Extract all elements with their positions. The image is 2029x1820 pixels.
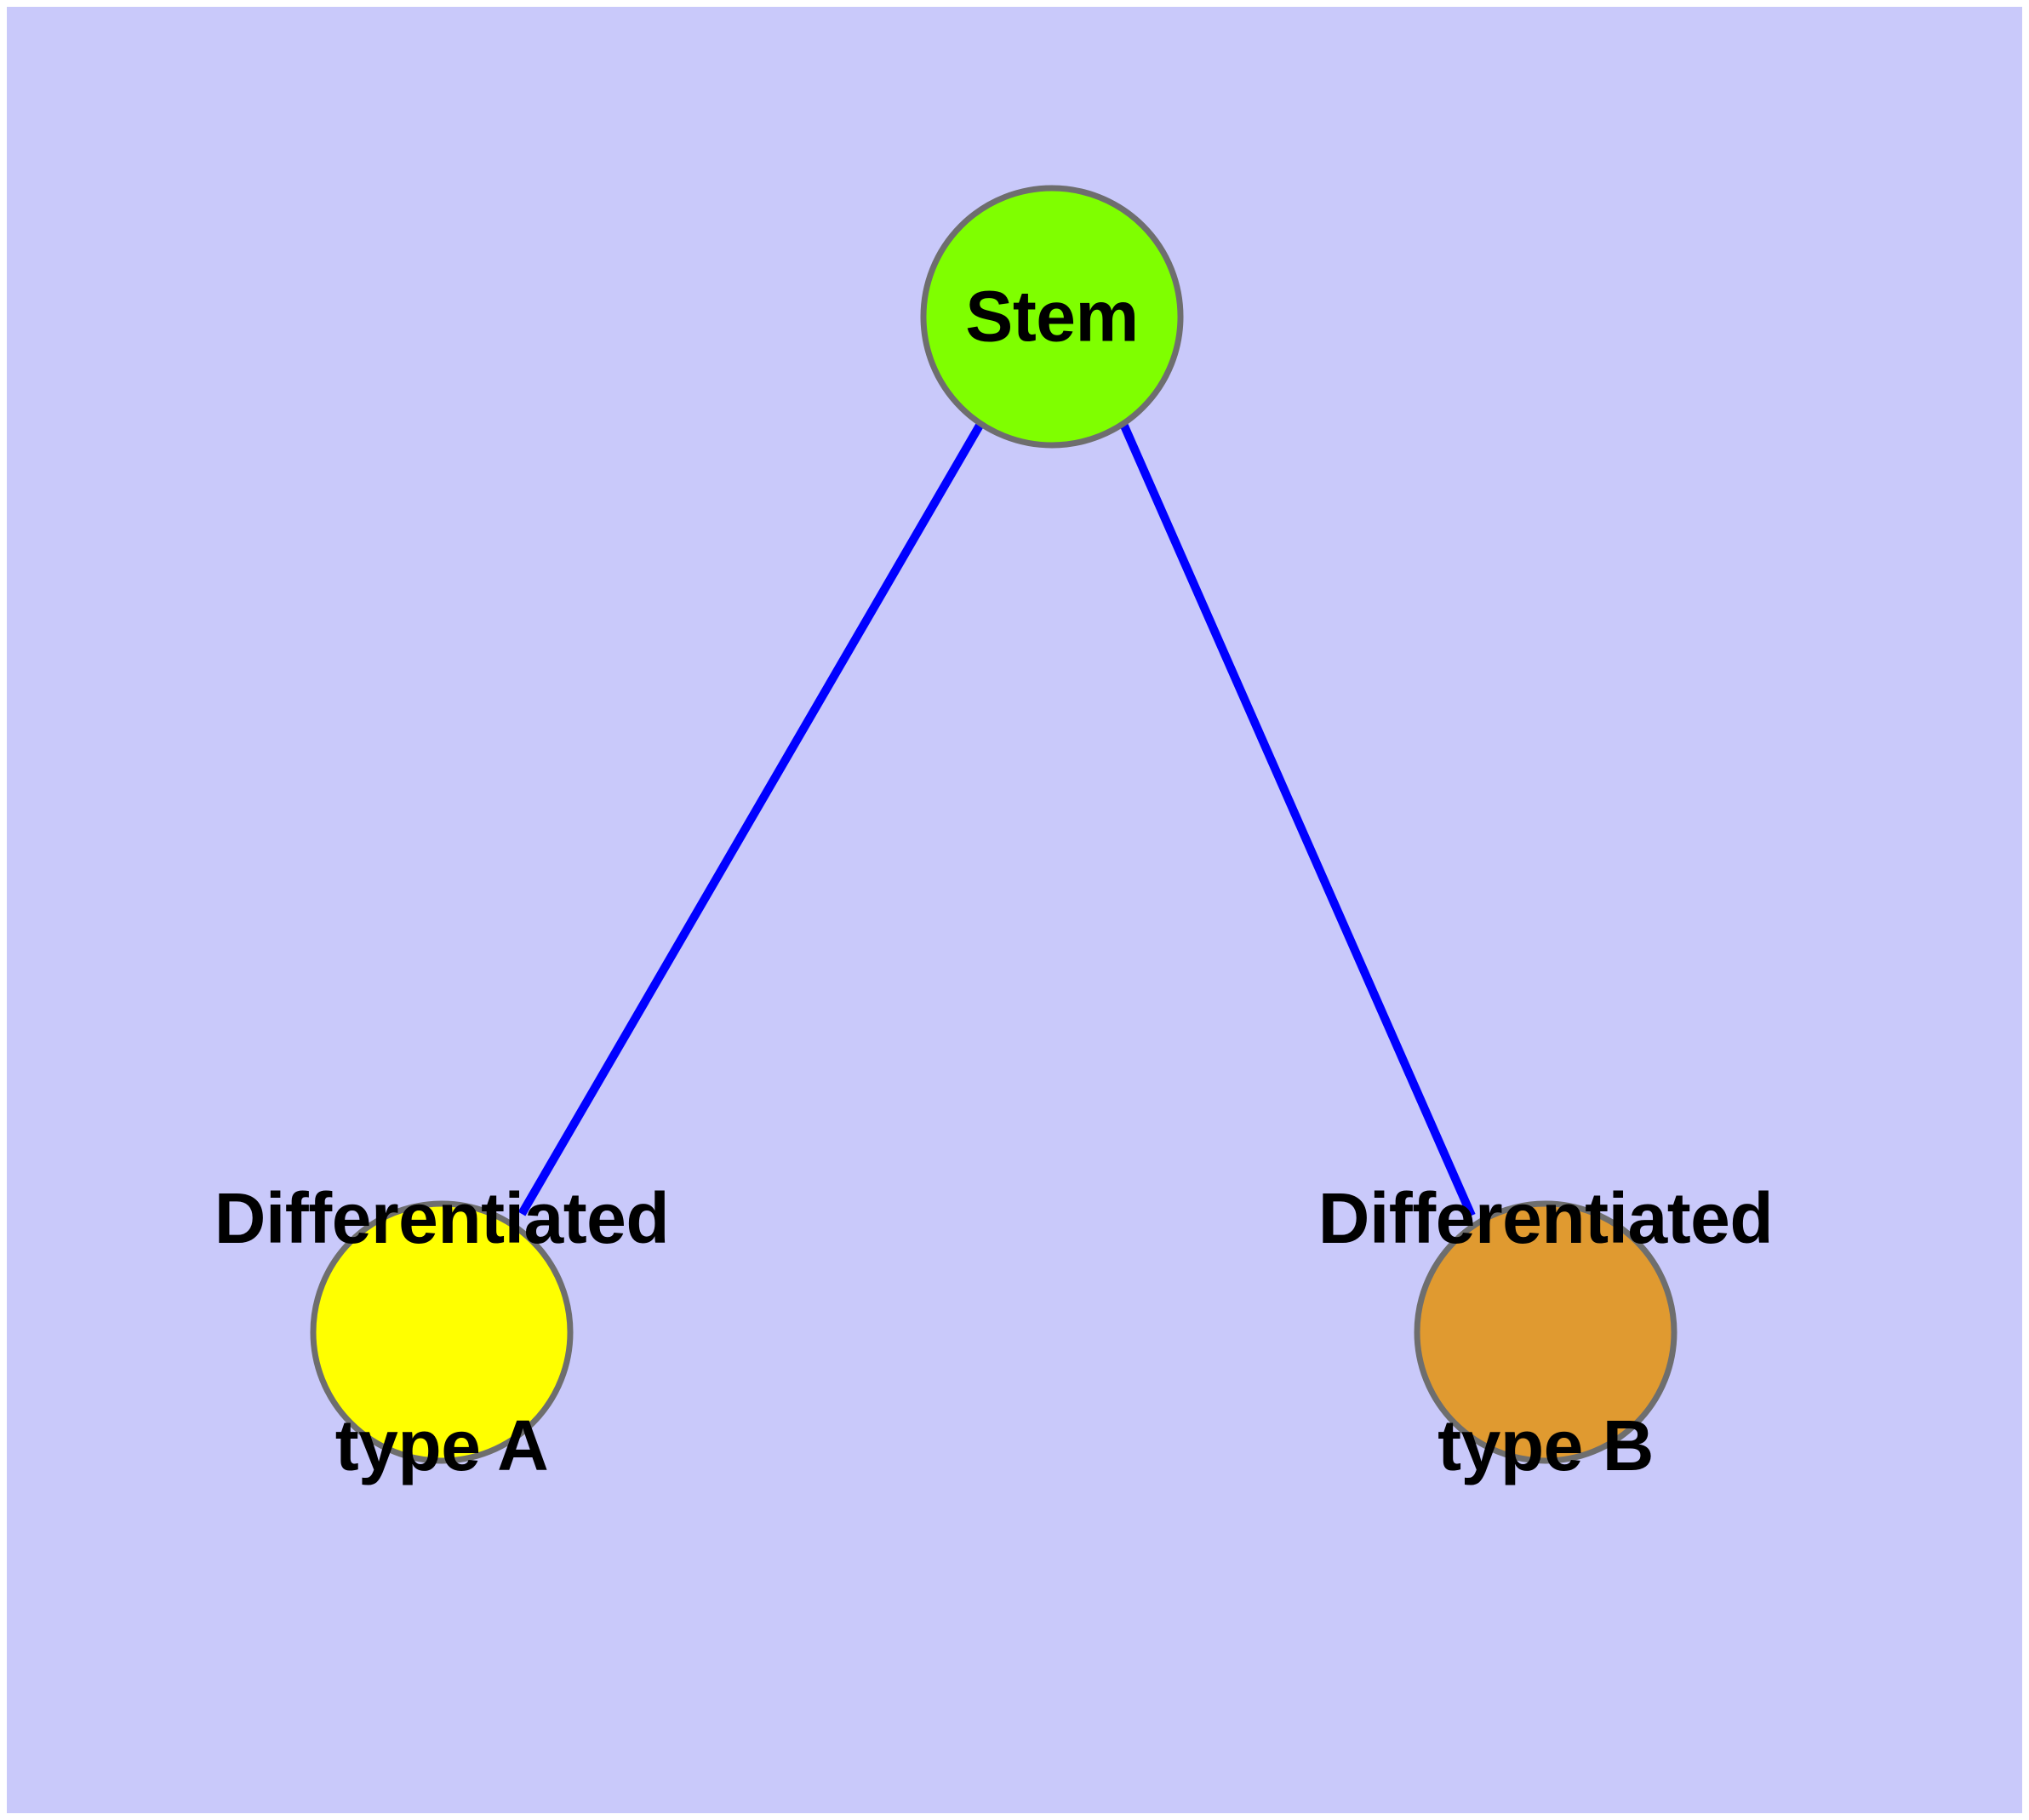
node-stem[interactable] — [920, 185, 1184, 449]
node-diff-a[interactable] — [310, 1200, 574, 1464]
edge-layer — [517, 421, 1476, 1218]
node-layer — [310, 185, 1677, 1464]
edge-stem-to-diff-b[interactable] — [1119, 421, 1476, 1218]
node-diff-b[interactable] — [1414, 1200, 1677, 1464]
edge-stem-to-diff-a[interactable] — [517, 421, 985, 1216]
